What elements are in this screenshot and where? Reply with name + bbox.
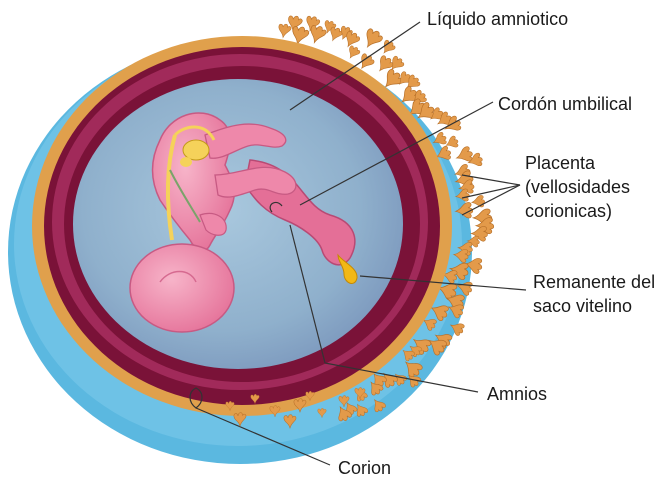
- villus: [360, 27, 384, 52]
- label-amnion: Amnios: [487, 382, 547, 406]
- label-umbilical-cord: Cordón umbilical: [498, 92, 632, 116]
- label-yolk-sac-remnant: Remanente del saco vitelino: [533, 270, 655, 318]
- villus: [277, 23, 292, 39]
- label-placenta: Placenta (vellosidades corionicas): [525, 151, 630, 223]
- label-amniotic-fluid: Líquido amniotico: [427, 7, 568, 31]
- label-chorion: Corion: [338, 456, 391, 480]
- amniotic-fluid: [73, 79, 403, 369]
